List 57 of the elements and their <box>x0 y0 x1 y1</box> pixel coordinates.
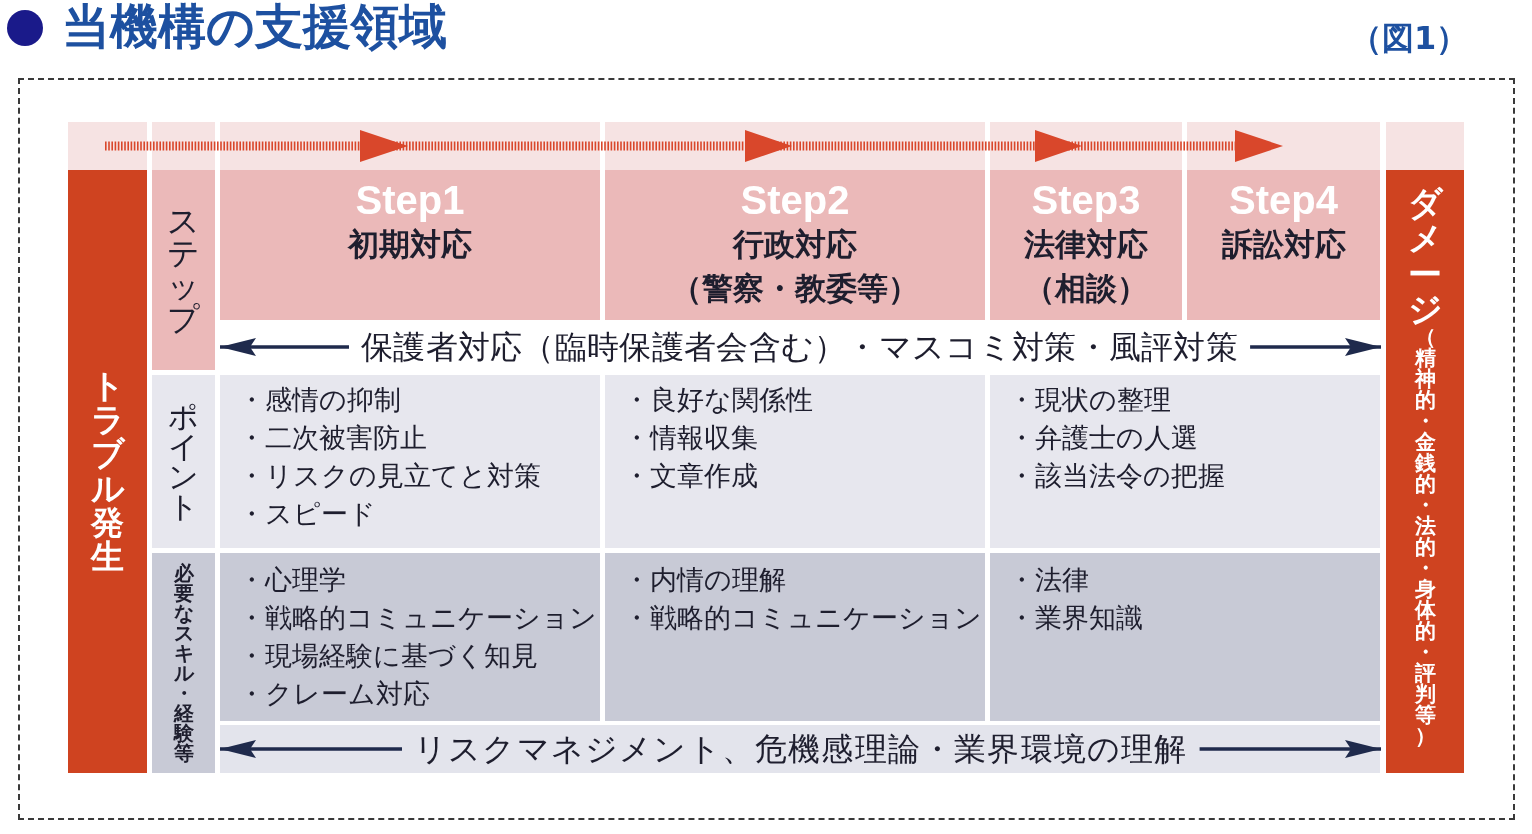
table-cell <box>605 553 985 721</box>
step-number: Step4 <box>1229 178 1338 222</box>
side-bar-label: ダメージ <box>1406 186 1444 328</box>
row-header <box>152 553 215 773</box>
table-cell <box>605 375 985 548</box>
list-item: ・内情の理解 <box>623 563 786 597</box>
arrow <box>220 338 349 356</box>
list-item: ・戦略的コミュニケーション <box>623 601 982 635</box>
step-title: 初期対応 <box>348 225 472 264</box>
list-item: ・二次被害防止 <box>238 421 427 455</box>
title: 当機構の支援領域 <box>62 0 447 56</box>
step-number: Step1 <box>355 178 465 222</box>
step-cell <box>990 170 1182 320</box>
side-bar-label: トラブル発生 <box>89 368 126 575</box>
step-title: （相談） <box>1024 269 1148 308</box>
list-item: ・スピード <box>238 497 376 531</box>
figure-number: （図1） <box>1350 18 1469 59</box>
list-item: ・法律 <box>1008 563 1089 597</box>
row-header <box>152 170 215 370</box>
step-cell <box>1187 170 1380 320</box>
list-item: ・リスクの見立てと対策 <box>238 459 541 493</box>
step-title: 法律対応 <box>1024 225 1148 264</box>
step-title: （警察・教委等） <box>671 269 919 308</box>
step-title: 行政対応 <box>733 225 857 264</box>
list-item: ・良好な関係性 <box>623 383 813 417</box>
row-header <box>152 375 215 548</box>
arrow <box>220 740 402 758</box>
step-title: 訴訟対応 <box>1221 225 1346 264</box>
list-item: ・戦略的コミュニケーション <box>238 601 597 635</box>
band-text: リスクマネジメント、危機感理論・業界環境の理解 <box>414 729 1188 769</box>
row-header-label: 必要なスキル・経験等 <box>172 563 195 763</box>
list-item: ・該当法令の把握 <box>1008 459 1225 493</box>
row-header-label: ステップ <box>166 204 201 336</box>
arrow <box>1250 338 1381 356</box>
list-item: ・心理学 <box>238 563 346 597</box>
list-item: ・文章作成 <box>623 459 758 493</box>
side-bar <box>68 170 147 773</box>
table-cell <box>220 553 600 721</box>
list-item: ・現場経験に基づく知見 <box>238 639 538 673</box>
side-bar <box>1386 170 1464 773</box>
list-item: ・感情の抑制 <box>238 383 401 417</box>
arrow <box>1199 740 1381 758</box>
side-bar-note: （精神的・金銭的・法的・身体的・評判等） <box>1413 327 1437 748</box>
table-cell <box>220 375 600 548</box>
step-cell <box>605 170 985 320</box>
step-number: Step3 <box>1031 178 1141 222</box>
list-item: ・情報収集 <box>623 421 758 455</box>
row-header-label: ポイント <box>167 401 200 522</box>
step-cell <box>220 170 600 320</box>
table-cell <box>990 553 1380 721</box>
table-cell <box>990 375 1380 548</box>
list-item: ・現状の整理 <box>1008 383 1171 417</box>
list-item: ・クレーム対応 <box>238 677 430 711</box>
list-item: ・業界知識 <box>1008 601 1143 635</box>
list-item: ・弁護士の人選 <box>1008 421 1198 455</box>
step-number: Step2 <box>740 178 850 222</box>
band-text: 保護者対応（臨時保護者会含む）・マスコミ対策・風評対策 <box>361 327 1239 367</box>
